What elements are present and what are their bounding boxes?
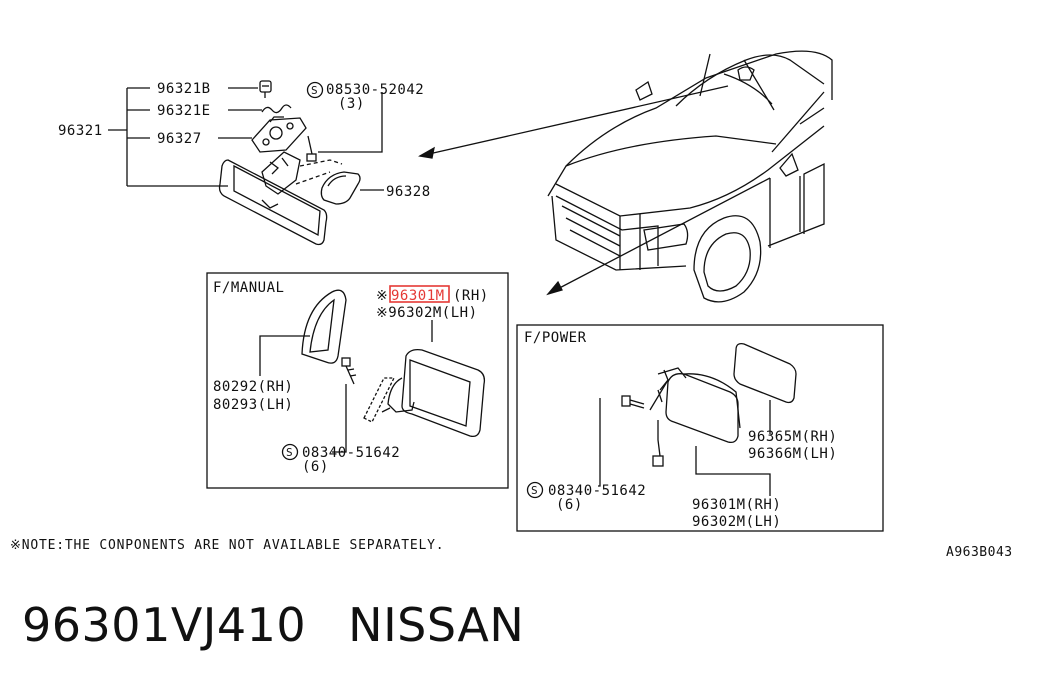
manual-rh-code: 96301M (391, 288, 445, 304)
label-08340-power-qty: (6) (556, 497, 583, 513)
label-96321e: 96321E (157, 103, 211, 119)
label-96321b: 96321B (157, 81, 211, 97)
part-title: 96301VJ410 NISSAN (22, 598, 524, 652)
note-text: ※NOTE:THE CONPONENTS ARE NOT AVAILABLE S… (10, 538, 444, 553)
mount-plate-icon (251, 116, 307, 153)
label-96365m: 96365M(RH) (748, 429, 837, 445)
vehicle-illustration (546, 50, 833, 303)
mirror-glass-icon (733, 342, 797, 404)
bolt-icon-power (621, 395, 645, 409)
label-08340-manual-qty: (6) (302, 459, 329, 475)
label-80292: 80292(RH) (213, 379, 293, 395)
label-08340-manual: 08340-51642 (302, 445, 400, 461)
highlight-box (389, 285, 450, 303)
label-96301m-power: 96301M(RH) (692, 497, 781, 513)
circle-s-marker-2 (281, 443, 299, 461)
figure-code: A963B043 (946, 545, 1013, 560)
manual-rh-mark: ※ (376, 288, 388, 304)
svg-text:S: S (286, 446, 293, 459)
manual-rh-suffix: (RH) (453, 288, 489, 304)
manual-lh-line: ※96302M(LH) (376, 305, 478, 321)
power-title: F/POWER (524, 330, 587, 346)
label-96327: 96327 (157, 131, 202, 147)
manual-mirror-icon (381, 348, 486, 438)
circle-s-marker-1 (306, 81, 324, 99)
connector-icon (652, 455, 664, 467)
label-80293: 80293(LH) (213, 397, 293, 413)
svg-text:S: S (531, 484, 538, 497)
label-08530: 08530-52042 (326, 82, 424, 98)
part-number: 96301VJ410 (22, 598, 307, 652)
clip-icon (261, 104, 292, 114)
label-96321: 96321 (58, 123, 103, 139)
label-96302m-power: 96302M(LH) (692, 514, 781, 530)
inner-mirror-group (108, 80, 729, 246)
label-08340-power: 08340-51642 (548, 483, 646, 499)
screw-icon-manual (341, 357, 357, 385)
label-96366m: 96366M(LH) (748, 446, 837, 462)
manual-title: F/MANUAL (213, 280, 284, 296)
power-mirror-icon (649, 367, 741, 444)
manual-mirror-group (259, 289, 486, 453)
outer-mirror-on-vehicle (779, 152, 799, 177)
bolt-icon (306, 135, 317, 162)
screw-icon (259, 80, 272, 98)
circle-s-marker-3 (526, 481, 544, 499)
brand-name: NISSAN (348, 598, 525, 652)
svg-text:S: S (311, 84, 318, 97)
power-box-frame (516, 324, 884, 532)
power-mirror-group (598, 342, 797, 496)
label-96328: 96328 (386, 184, 431, 200)
label-08530-qty: (3) (338, 96, 365, 112)
mirror-body-icon (218, 151, 343, 246)
gasket-icon (301, 289, 347, 364)
cover-icon (320, 171, 361, 205)
manual-box-frame (206, 272, 509, 489)
